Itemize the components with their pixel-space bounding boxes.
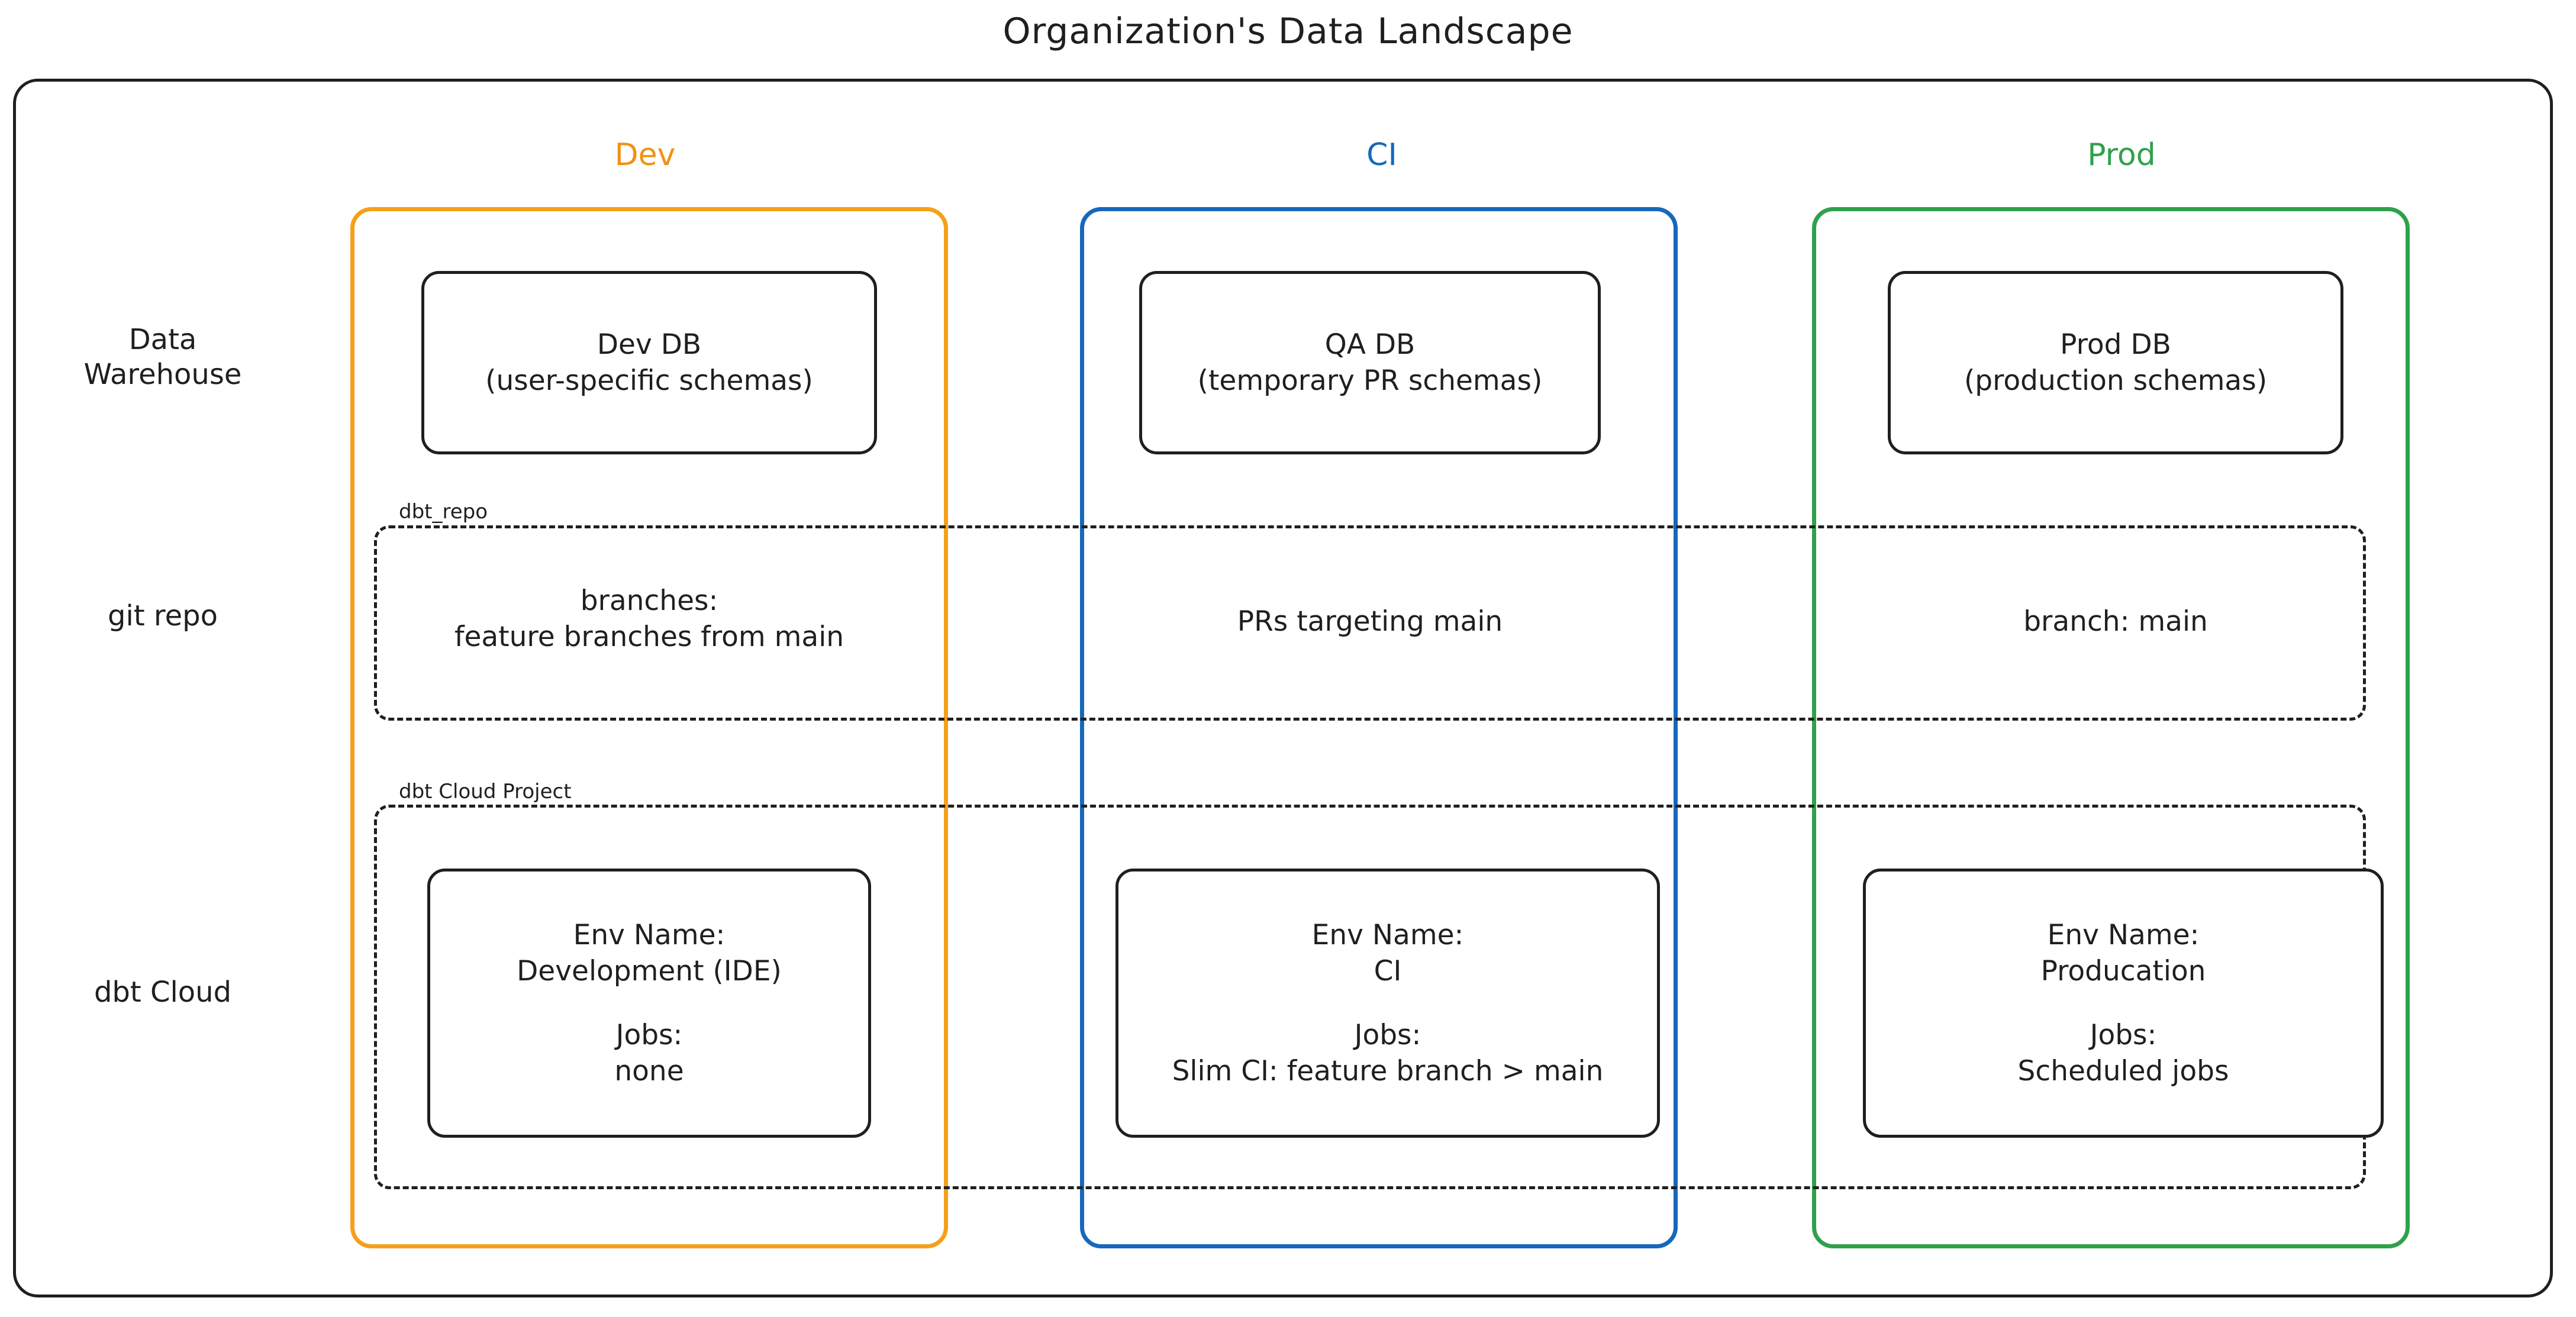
row-label-git-repo: git repo [24,599,302,634]
env-column-prod [1812,207,2410,1248]
git-text-dev: branches: feature branches from main [415,583,883,655]
group-caption-dbt-repo: dbt_repo [394,500,493,524]
git-text-line-1: PRs targeting main [1237,605,1503,638]
env-name-label: Env Name: [1311,919,1464,952]
jobs-label: Jobs: [1354,1018,1421,1051]
node-qa-db: QA DB (temporary PR schemas) [1139,271,1601,454]
group-caption-dbt-cloud-project: dbt Cloud Project [394,780,576,803]
git-text-ci: PRs targeting main [1133,603,1607,640]
node-detail: (production schemas) [1964,364,2268,397]
row-label-data-warehouse: Data Warehouse [24,322,302,392]
jobs-label: Jobs: [615,1018,683,1051]
env-column-dev [350,207,948,1248]
node-prod-db: Prod DB (production schemas) [1888,271,2343,454]
env-name-value: Producation [2040,955,2206,988]
page-title: Organization's Data Landscape [1002,11,1574,52]
node-title: QA DB [1324,328,1416,361]
env-column-ci [1080,207,1678,1248]
jobs-value: none [614,1054,684,1087]
env-name-value: CI [1374,955,1402,988]
node-detail: (temporary PR schemas) [1197,364,1543,397]
column-header-ci: CI [1366,137,1397,173]
git-text-line-1: branches: [580,585,718,617]
node-detail: (user-specific schemas) [485,364,813,397]
row-label-line-1: dbt Cloud [94,976,232,1009]
row-label-line-1: Data [128,323,197,356]
node-title: Dev DB [597,328,702,361]
row-label-dbt-cloud: dbt Cloud [24,975,302,1010]
jobs-value: Scheduled jobs [2017,1054,2229,1087]
node-dev-environment: Env Name: Development (IDE) Jobs: none [427,869,871,1138]
column-header-prod: Prod [2087,137,2156,173]
column-header-dev: Dev [614,137,676,173]
env-name-label: Env Name: [2047,919,2200,952]
node-dev-db: Dev DB (user-specific schemas) [421,271,877,454]
jobs-label: Jobs: [2090,1018,2157,1051]
env-name-label: Env Name: [573,919,726,952]
node-prod-environment: Env Name: Producation Jobs: Scheduled jo… [1863,869,2384,1138]
row-label-line-2: Warehouse [83,357,242,391]
node-title: Prod DB [2060,328,2171,361]
git-text-line-1: branch: main [2023,605,2208,638]
group-git-repo [374,525,2366,721]
git-text-prod: branch: main [1882,603,2349,640]
jobs-value: Slim CI: feature branch > main [1172,1054,1604,1087]
env-name-value: Development (IDE) [517,955,782,988]
row-label-line-1: git repo [108,599,218,632]
git-text-line-2: feature branches from main [454,621,844,654]
node-ci-environment: Env Name: CI Jobs: Slim CI: feature bran… [1115,869,1660,1138]
